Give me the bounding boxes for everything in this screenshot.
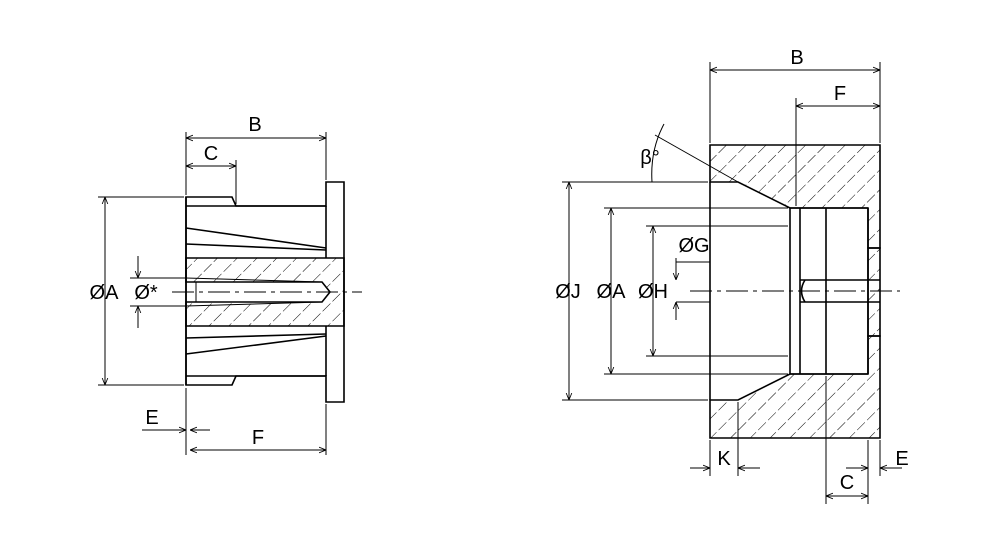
dimension-k: K xyxy=(690,402,760,476)
collet-body xyxy=(185,181,345,403)
dimension-f: F xyxy=(190,404,327,455)
label-diam-star: Ø* xyxy=(134,282,158,304)
label-c: C xyxy=(204,143,218,165)
label-beta: β° xyxy=(640,147,660,169)
dimension-e: E xyxy=(142,388,210,455)
dimension-diam-a: ØA xyxy=(90,196,184,386)
left-view: B C ØA Ø* E xyxy=(90,114,362,455)
label-diam-j: ØJ xyxy=(555,281,581,303)
label-diam-h: ØH xyxy=(638,281,668,303)
dimension-diam-j: ØJ xyxy=(555,181,708,401)
label-f-right: F xyxy=(834,83,846,105)
dimension-c: C xyxy=(186,143,237,204)
dimension-b-right: B xyxy=(709,47,881,143)
label-f: F xyxy=(252,427,264,449)
label-b-right: B xyxy=(790,47,803,69)
label-diam-g: ØG xyxy=(678,235,709,257)
collet-core-section xyxy=(185,257,345,327)
label-b: B xyxy=(248,114,261,136)
dimension-f-right: F xyxy=(795,83,880,206)
label-k: K xyxy=(717,448,731,470)
label-e: E xyxy=(145,407,158,429)
dimension-b: B xyxy=(185,114,327,195)
label-diam-a-right: ØA xyxy=(597,281,627,303)
holder-section xyxy=(709,144,881,439)
label-c-right: C xyxy=(840,472,854,494)
label-diam-a: ØA xyxy=(90,282,120,304)
right-view: B F β° ØJ ØA xyxy=(555,47,909,504)
dimension-diam-h: ØH xyxy=(638,225,788,357)
dimension-diam-g: ØG xyxy=(676,235,710,320)
dimension-diam-a-right: ØA xyxy=(597,207,788,375)
dimension-e-right: E xyxy=(846,440,909,476)
dimension-diam-star: Ø* xyxy=(130,256,186,328)
dimension-c-right: C xyxy=(825,376,869,504)
label-e-right: E xyxy=(895,448,908,470)
